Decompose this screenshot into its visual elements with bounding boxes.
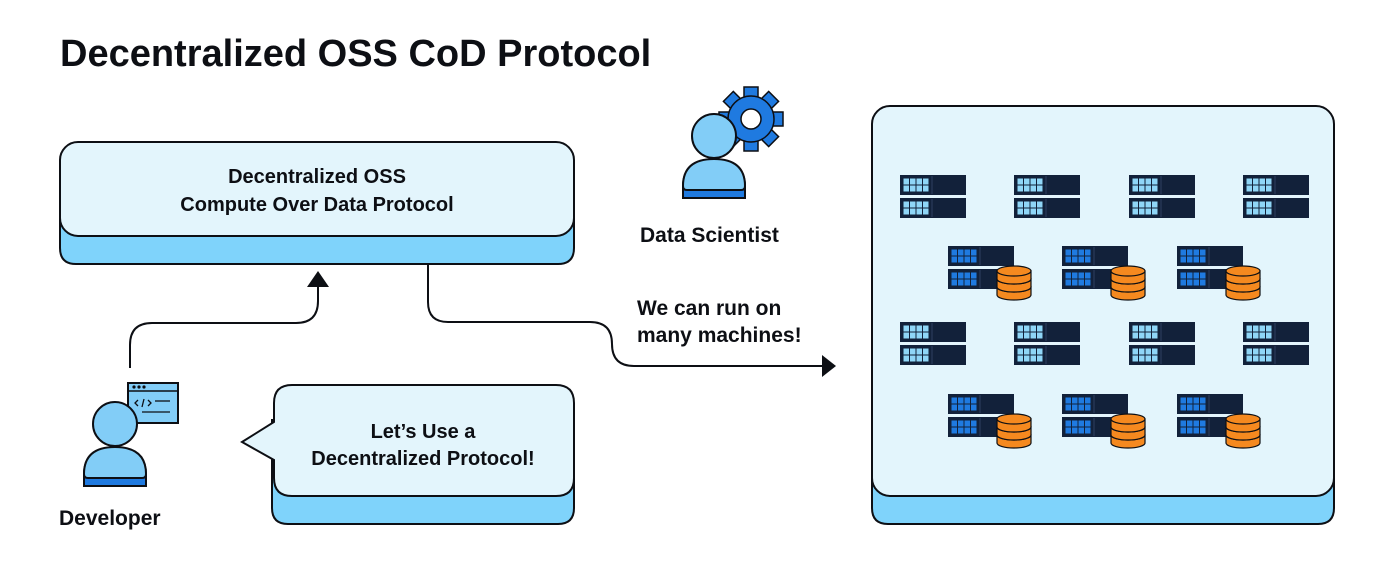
database-icon — [1110, 265, 1146, 301]
server-icon — [900, 175, 966, 218]
protocol-to-machines-arrow — [427, 264, 836, 377]
speech-bubble-line2: Decentralized Protocol! — [311, 448, 534, 470]
server-icon — [1129, 175, 1195, 218]
speech-bubble-line1: Let’s Use a — [371, 421, 477, 443]
person-icon — [82, 401, 148, 487]
machines-panel — [871, 105, 1335, 525]
server-icon — [1243, 175, 1309, 218]
server-icon — [900, 322, 966, 365]
gear-icon — [718, 86, 784, 152]
server-icon — [1014, 322, 1080, 365]
protocol-box: Decentralized OSS Compute Over Data Prot… — [59, 141, 575, 265]
database-icon — [1110, 413, 1146, 449]
database-icon — [1225, 413, 1261, 449]
person-icon — [681, 113, 747, 199]
developer-label: Developer — [59, 507, 161, 530]
arrow-note-line2: many machines! — [637, 324, 802, 347]
protocol-box-line2: Compute Over Data Protocol — [180, 194, 453, 216]
database-icon — [1225, 265, 1261, 301]
data-scientist-label: Data Scientist — [640, 224, 779, 247]
speech-bubble: Let’s Use a Decentralized Protocol! — [240, 384, 575, 525]
protocol-box-line1: Decentralized OSS — [228, 166, 406, 188]
server-icon — [1177, 394, 1243, 437]
data-scientist-figure: Data Scientist — [640, 86, 784, 247]
arrow-note-line1: We can run on — [637, 297, 781, 320]
developer-figure: Developer — [59, 382, 179, 530]
server-icon — [1243, 322, 1309, 365]
database-icon — [996, 265, 1032, 301]
database-icon — [996, 413, 1032, 449]
machines-grid — [900, 175, 1309, 449]
developer-to-protocol-arrow — [129, 271, 329, 368]
server-icon — [1014, 175, 1080, 218]
server-icon — [1129, 322, 1195, 365]
page-title: Decentralized OSS CoD Protocol — [60, 33, 651, 75]
